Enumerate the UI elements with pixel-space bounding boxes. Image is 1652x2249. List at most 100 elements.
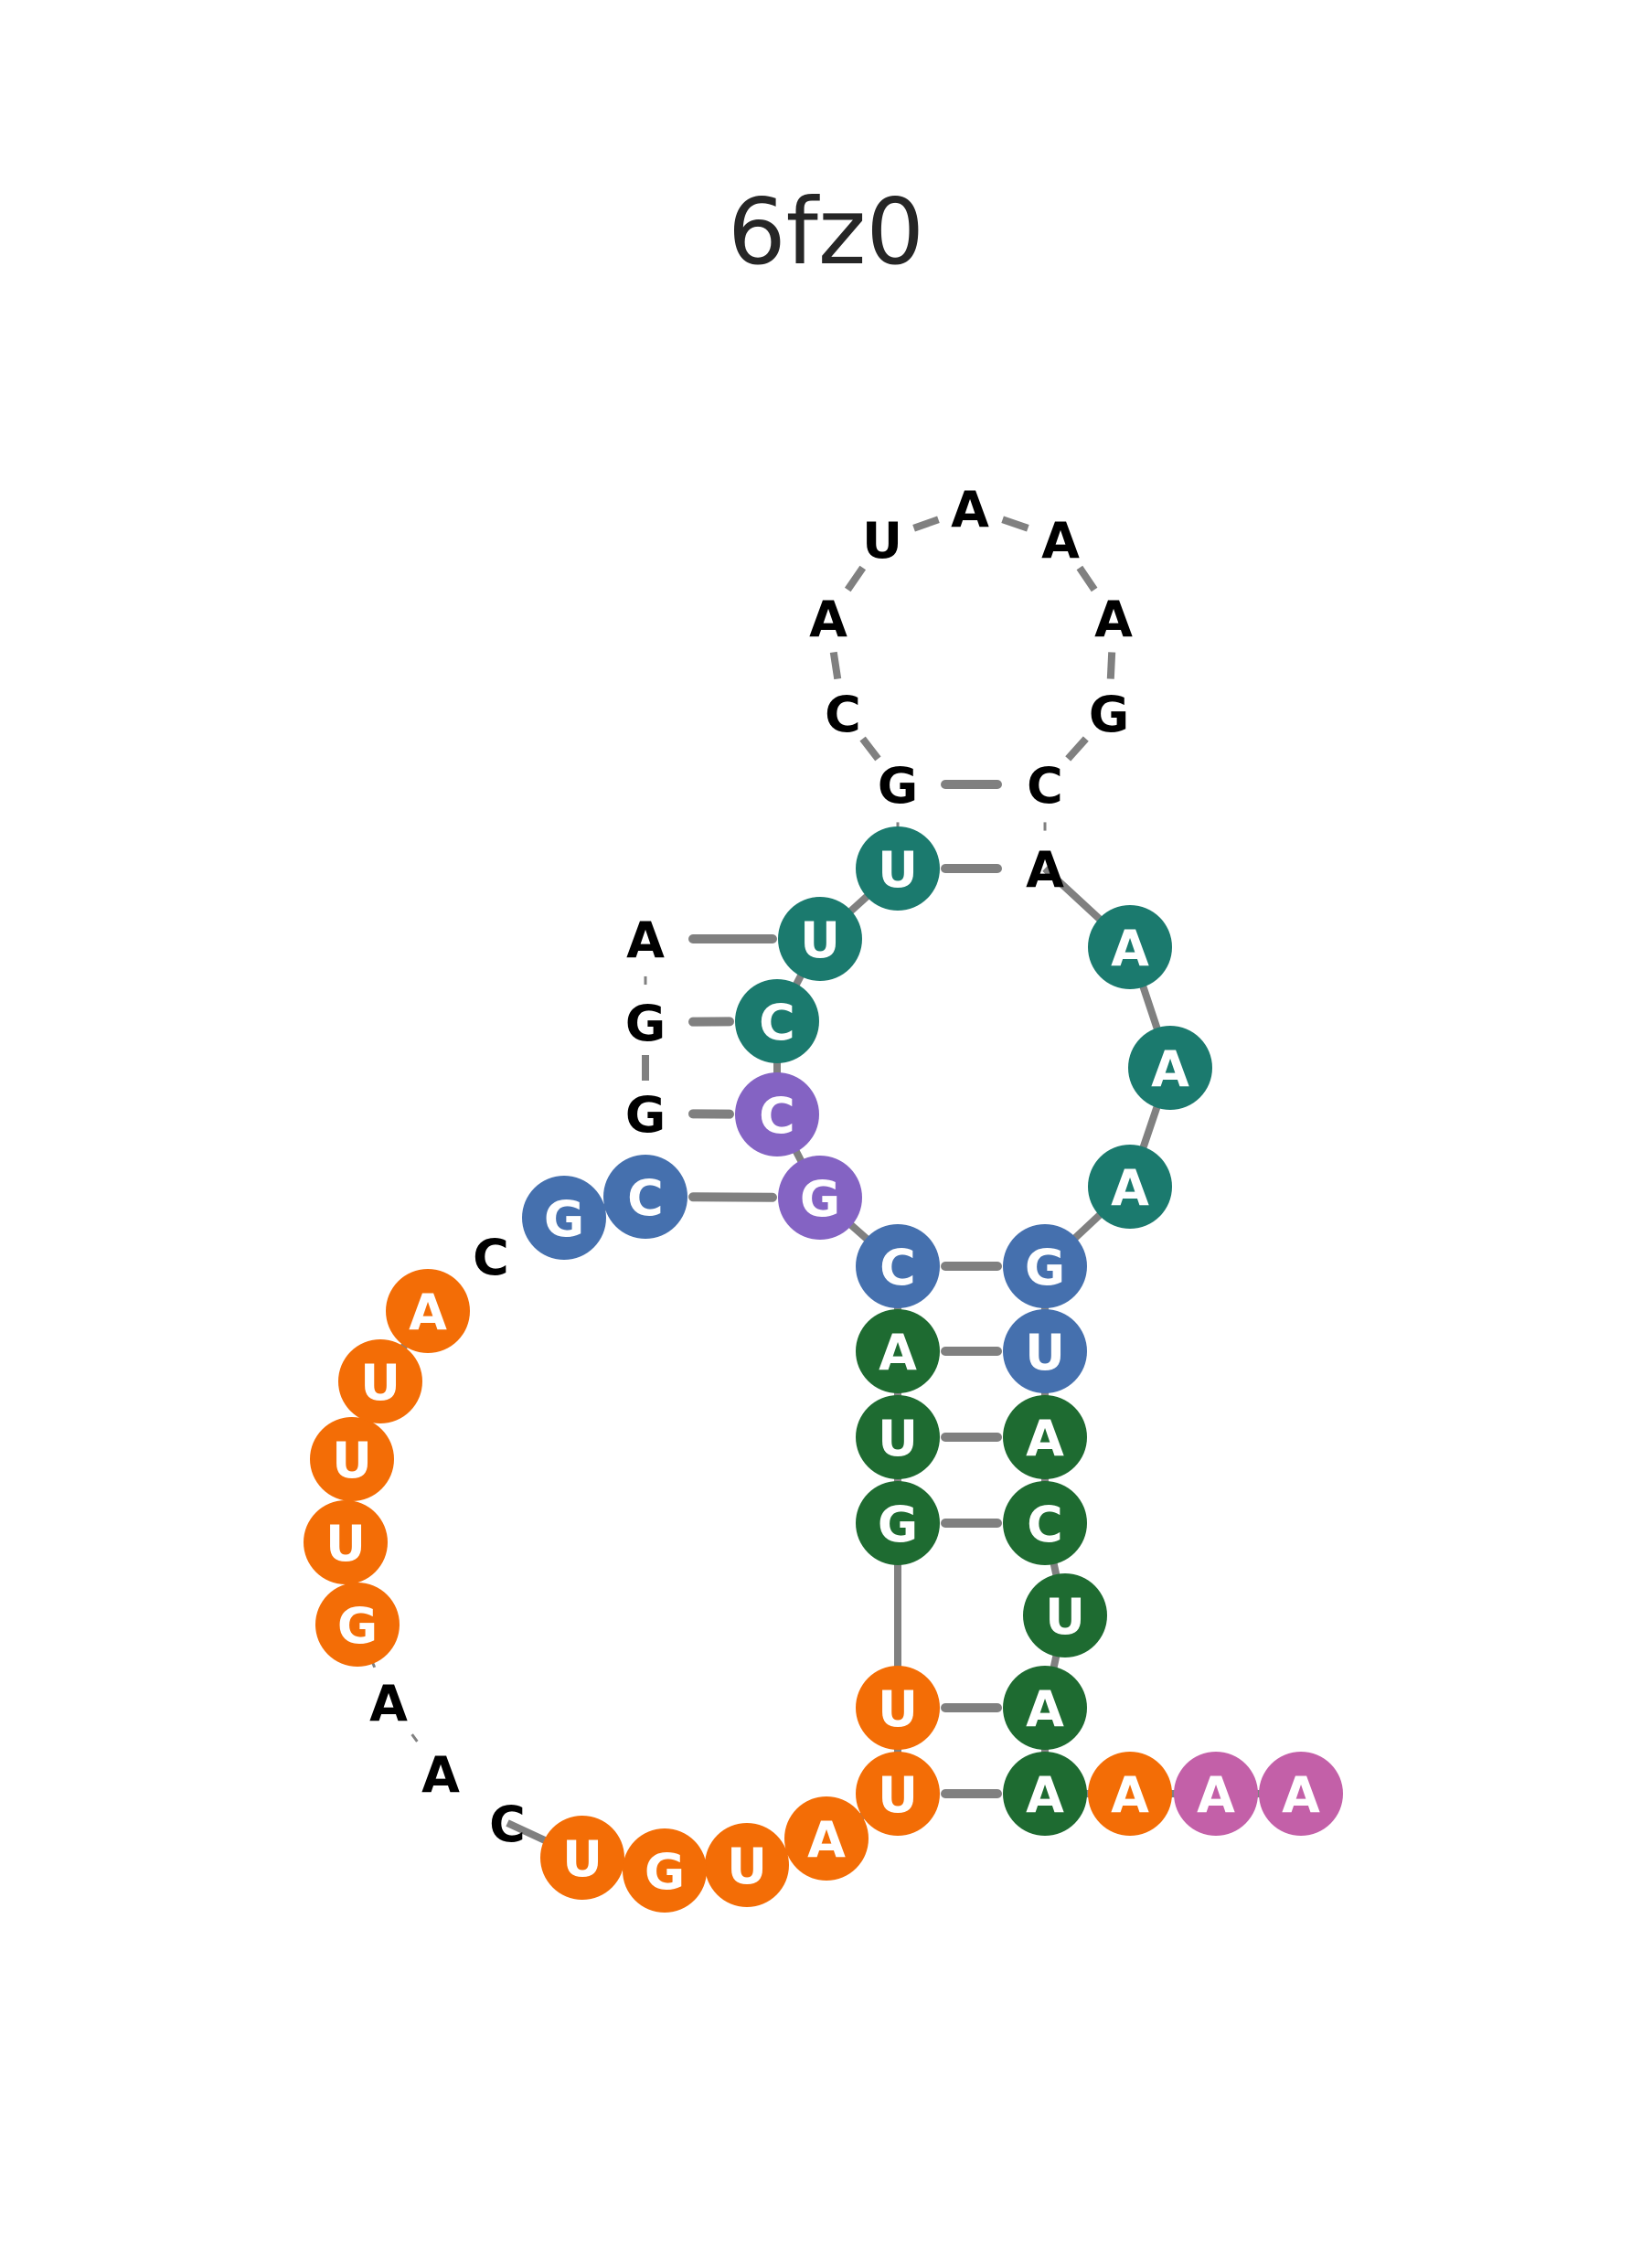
nucleotide: U <box>304 1500 388 1584</box>
backbone-link <box>859 736 881 762</box>
nucleotide: A <box>1088 1752 1172 1836</box>
nucleotide: C <box>735 1072 819 1156</box>
nucleotide-circle <box>540 1816 624 1900</box>
nucleotide-letter: A <box>809 591 847 648</box>
nucleotide-circle <box>784 1796 869 1881</box>
nucleotide-letter: G <box>800 1170 840 1228</box>
backbone-link <box>1106 652 1116 679</box>
nucleotide: A <box>1088 1145 1172 1229</box>
nucleotide-circle <box>1088 1145 1172 1229</box>
nucleotide: C <box>1003 1481 1087 1565</box>
nucleotide: U <box>856 826 940 911</box>
nucleotide: C <box>603 1155 687 1239</box>
nucleotide-letter: A <box>1197 1766 1235 1824</box>
nucleotide: C <box>735 979 819 1063</box>
nucleotide-circle <box>1174 1752 1258 1836</box>
nucleotide-letter: A <box>807 1811 846 1869</box>
nucleotide: U <box>540 1816 624 1900</box>
nucleotide-letter: G <box>625 995 666 1052</box>
nucleotide-circle <box>705 1823 789 1907</box>
nucleotide-circle <box>338 1339 422 1423</box>
backbone-link <box>1001 516 1029 532</box>
nucleotide: A <box>951 481 989 538</box>
nucleotide-circle <box>315 1583 400 1667</box>
nucleotide-circle <box>1088 1752 1172 1836</box>
nucleotide: U <box>856 1395 940 1479</box>
nucleotide: A <box>1094 591 1133 648</box>
nucleotide-circle <box>856 1395 940 1479</box>
nucleotide: A <box>369 1675 408 1732</box>
nucleotide-letter: C <box>825 686 861 743</box>
nucleotide-circle <box>856 1224 940 1308</box>
backbone-link <box>829 651 842 680</box>
nucleotide-circle <box>856 826 940 911</box>
nucleotide-letter: A <box>1094 591 1133 648</box>
backbone-link <box>912 516 940 532</box>
nucleotide-letter: G <box>544 1190 584 1248</box>
nucleotide-letter: G <box>878 1496 918 1553</box>
nucleotide: U <box>705 1823 789 1907</box>
nucleotide-letter: U <box>878 1680 918 1738</box>
nucleotide: A <box>1259 1752 1343 1836</box>
nucleotide: G <box>1003 1224 1087 1308</box>
nucleotide-circle <box>1003 1224 1087 1308</box>
nucleotide: G <box>315 1583 400 1667</box>
nucleotide: C <box>473 1229 509 1286</box>
nucleotide-letter: C <box>1027 757 1063 815</box>
nucleotide: A <box>1003 1752 1087 1836</box>
nucleotide-letter: G <box>625 1086 666 1144</box>
nucleotide-circle <box>778 897 862 981</box>
nucleotide: A <box>1041 512 1080 570</box>
nucleotide-letter: C <box>1027 1496 1063 1553</box>
nucleotide: U <box>778 897 862 981</box>
nucleotide-circle <box>304 1500 388 1584</box>
nucleotide: A <box>1128 1026 1212 1110</box>
nucleotide: A <box>626 911 665 969</box>
nucleotide-letter: G <box>1025 1239 1065 1296</box>
nucleotide-letter: G <box>1089 686 1129 743</box>
nucleotide: C <box>856 1224 940 1308</box>
nucleotide-letter: A <box>1151 1040 1189 1098</box>
nucleotide-letter: A <box>1111 920 1149 977</box>
nucleotide-letter: U <box>800 911 840 969</box>
nucleotide: A <box>784 1796 869 1881</box>
nucleotide-circle <box>1088 905 1172 989</box>
nucleotide-circle <box>310 1417 394 1501</box>
nucleotide-letter: U <box>878 1766 918 1824</box>
nucleotide: U <box>856 1666 940 1750</box>
nucleotide: G <box>778 1156 862 1240</box>
nucleotide: U <box>856 1752 940 1836</box>
nucleotide-letter: A <box>409 1284 447 1341</box>
nucleotide: G <box>522 1176 606 1260</box>
nucleotide-letter: U <box>862 512 902 570</box>
nucleotide-letter: U <box>360 1354 400 1412</box>
nucleotide: A <box>1174 1752 1258 1836</box>
nucleotide-letter: U <box>325 1515 366 1572</box>
nucleotide: G <box>623 1828 707 1913</box>
backbone-link <box>844 565 867 592</box>
nucleotide-letter: A <box>626 911 665 969</box>
nucleotide-circle <box>856 1666 940 1750</box>
backbone-link <box>1065 736 1089 762</box>
nucleotide-circle <box>1003 1309 1087 1393</box>
nucleotide-circle <box>522 1176 606 1260</box>
nucleotide-letter: U <box>878 1410 918 1467</box>
nucleotide-circle <box>1003 1481 1087 1565</box>
nucleotide: A <box>809 591 847 648</box>
nucleotide-circle <box>735 979 819 1063</box>
nucleotide-letter: A <box>1111 1766 1149 1824</box>
nucleotide-letter: C <box>489 1796 526 1853</box>
nucleotide: A <box>1003 1395 1087 1479</box>
nucleotide: A <box>1088 905 1172 989</box>
nucleotide: C <box>1027 757 1063 815</box>
nucleotide-circle <box>1003 1395 1087 1479</box>
nucleotide-letter: A <box>369 1675 408 1732</box>
nucleotide-circle <box>778 1156 862 1240</box>
nucleotide-circle <box>1128 1026 1212 1110</box>
nucleotide: G <box>856 1481 940 1565</box>
nucleotide-letter: A <box>1041 512 1080 570</box>
base-pair-bonds <box>687 780 1002 1798</box>
nucleotide: C <box>825 686 861 743</box>
nucleotide: A <box>421 1746 460 1804</box>
nucleotide-circle <box>856 1481 940 1565</box>
